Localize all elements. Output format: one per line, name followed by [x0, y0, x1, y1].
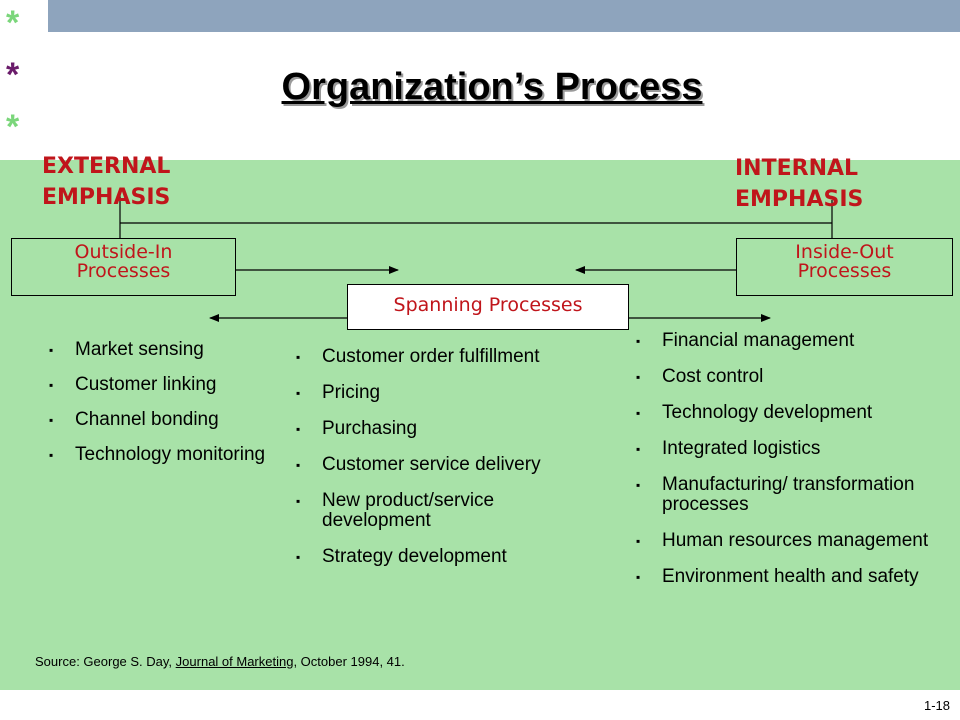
- list-item: ▪Cost control: [636, 366, 764, 387]
- list-item: ▪Pricing: [296, 382, 381, 403]
- external-emphasis-label: EXTERNAL EMPHASIS: [42, 154, 171, 210]
- list-item: ▪Customer linking: [49, 374, 217, 395]
- star-icon: *: [6, 108, 20, 146]
- bullet-icon: ▪: [636, 442, 641, 456]
- outside-in-processes-box: Outside-In Processes: [11, 238, 236, 296]
- bullet-icon: ▪: [49, 448, 54, 462]
- list-item: ▪Technology monitoring: [49, 444, 266, 465]
- bullet-icon: ▪: [296, 458, 301, 472]
- bullet-icon: ▪: [49, 343, 54, 357]
- spanning-processes-box: Spanning Processes: [347, 284, 629, 330]
- bullet-icon: ▪: [49, 413, 54, 427]
- bullet-icon: ▪: [296, 350, 301, 364]
- list-item: ▪Human resources management: [636, 530, 929, 551]
- page-number: 1-18: [923, 698, 950, 713]
- bullet-icon: ▪: [636, 406, 641, 420]
- star-icon: *: [6, 56, 20, 94]
- list-item: ▪Market sensing: [49, 339, 204, 360]
- inside-out-list: ▪Financial management ▪Cost control ▪Tec…: [636, 330, 952, 603]
- list-item: ▪Manufacturing/ transformation processes: [636, 474, 915, 515]
- bullet-icon: ▪: [296, 386, 301, 400]
- list-item: ▪Environment health and safety: [636, 566, 919, 587]
- bullet-icon: ▪: [636, 478, 641, 492]
- inside-out-processes-box: Inside-Out Processes: [736, 238, 953, 296]
- bullet-icon: ▪: [296, 550, 301, 564]
- bullet-icon: ▪: [49, 378, 54, 392]
- bullet-icon: ▪: [636, 334, 641, 348]
- list-item: ▪Financial management: [636, 330, 855, 351]
- top-bar: [48, 0, 960, 32]
- list-item: ▪Channel bonding: [49, 409, 219, 430]
- bullet-icon: ▪: [636, 534, 641, 548]
- spanning-list: ▪Customer order fulfillment ▪Pricing ▪Pu…: [296, 346, 572, 583]
- bullet-icon: ▪: [296, 422, 301, 436]
- list-item: ▪Customer order fulfillment: [296, 346, 540, 367]
- bullet-icon: ▪: [296, 494, 301, 508]
- slide-title: Organization’s Process: [281, 66, 703, 108]
- bullet-icon: ▪: [636, 570, 641, 584]
- list-item: ▪Strategy development: [296, 546, 507, 567]
- list-item: ▪Purchasing: [296, 418, 418, 439]
- star-icon: *: [6, 4, 20, 42]
- journal-name: Journal of Marketing: [175, 654, 294, 669]
- list-item: ▪Technology development: [636, 402, 873, 423]
- internal-emphasis-label: INTERNAL EMPHASIS: [735, 156, 864, 212]
- list-item: ▪Integrated logistics: [636, 438, 821, 459]
- outside-in-list: ▪Market sensing ▪Customer linking ▪Chann…: [49, 339, 275, 480]
- list-item: ▪Customer service delivery: [296, 454, 541, 475]
- bullet-icon: ▪: [636, 370, 641, 384]
- list-item: ▪New product/service development: [296, 490, 495, 531]
- source-citation: Source: George S. Day, Journal of Market…: [35, 654, 405, 669]
